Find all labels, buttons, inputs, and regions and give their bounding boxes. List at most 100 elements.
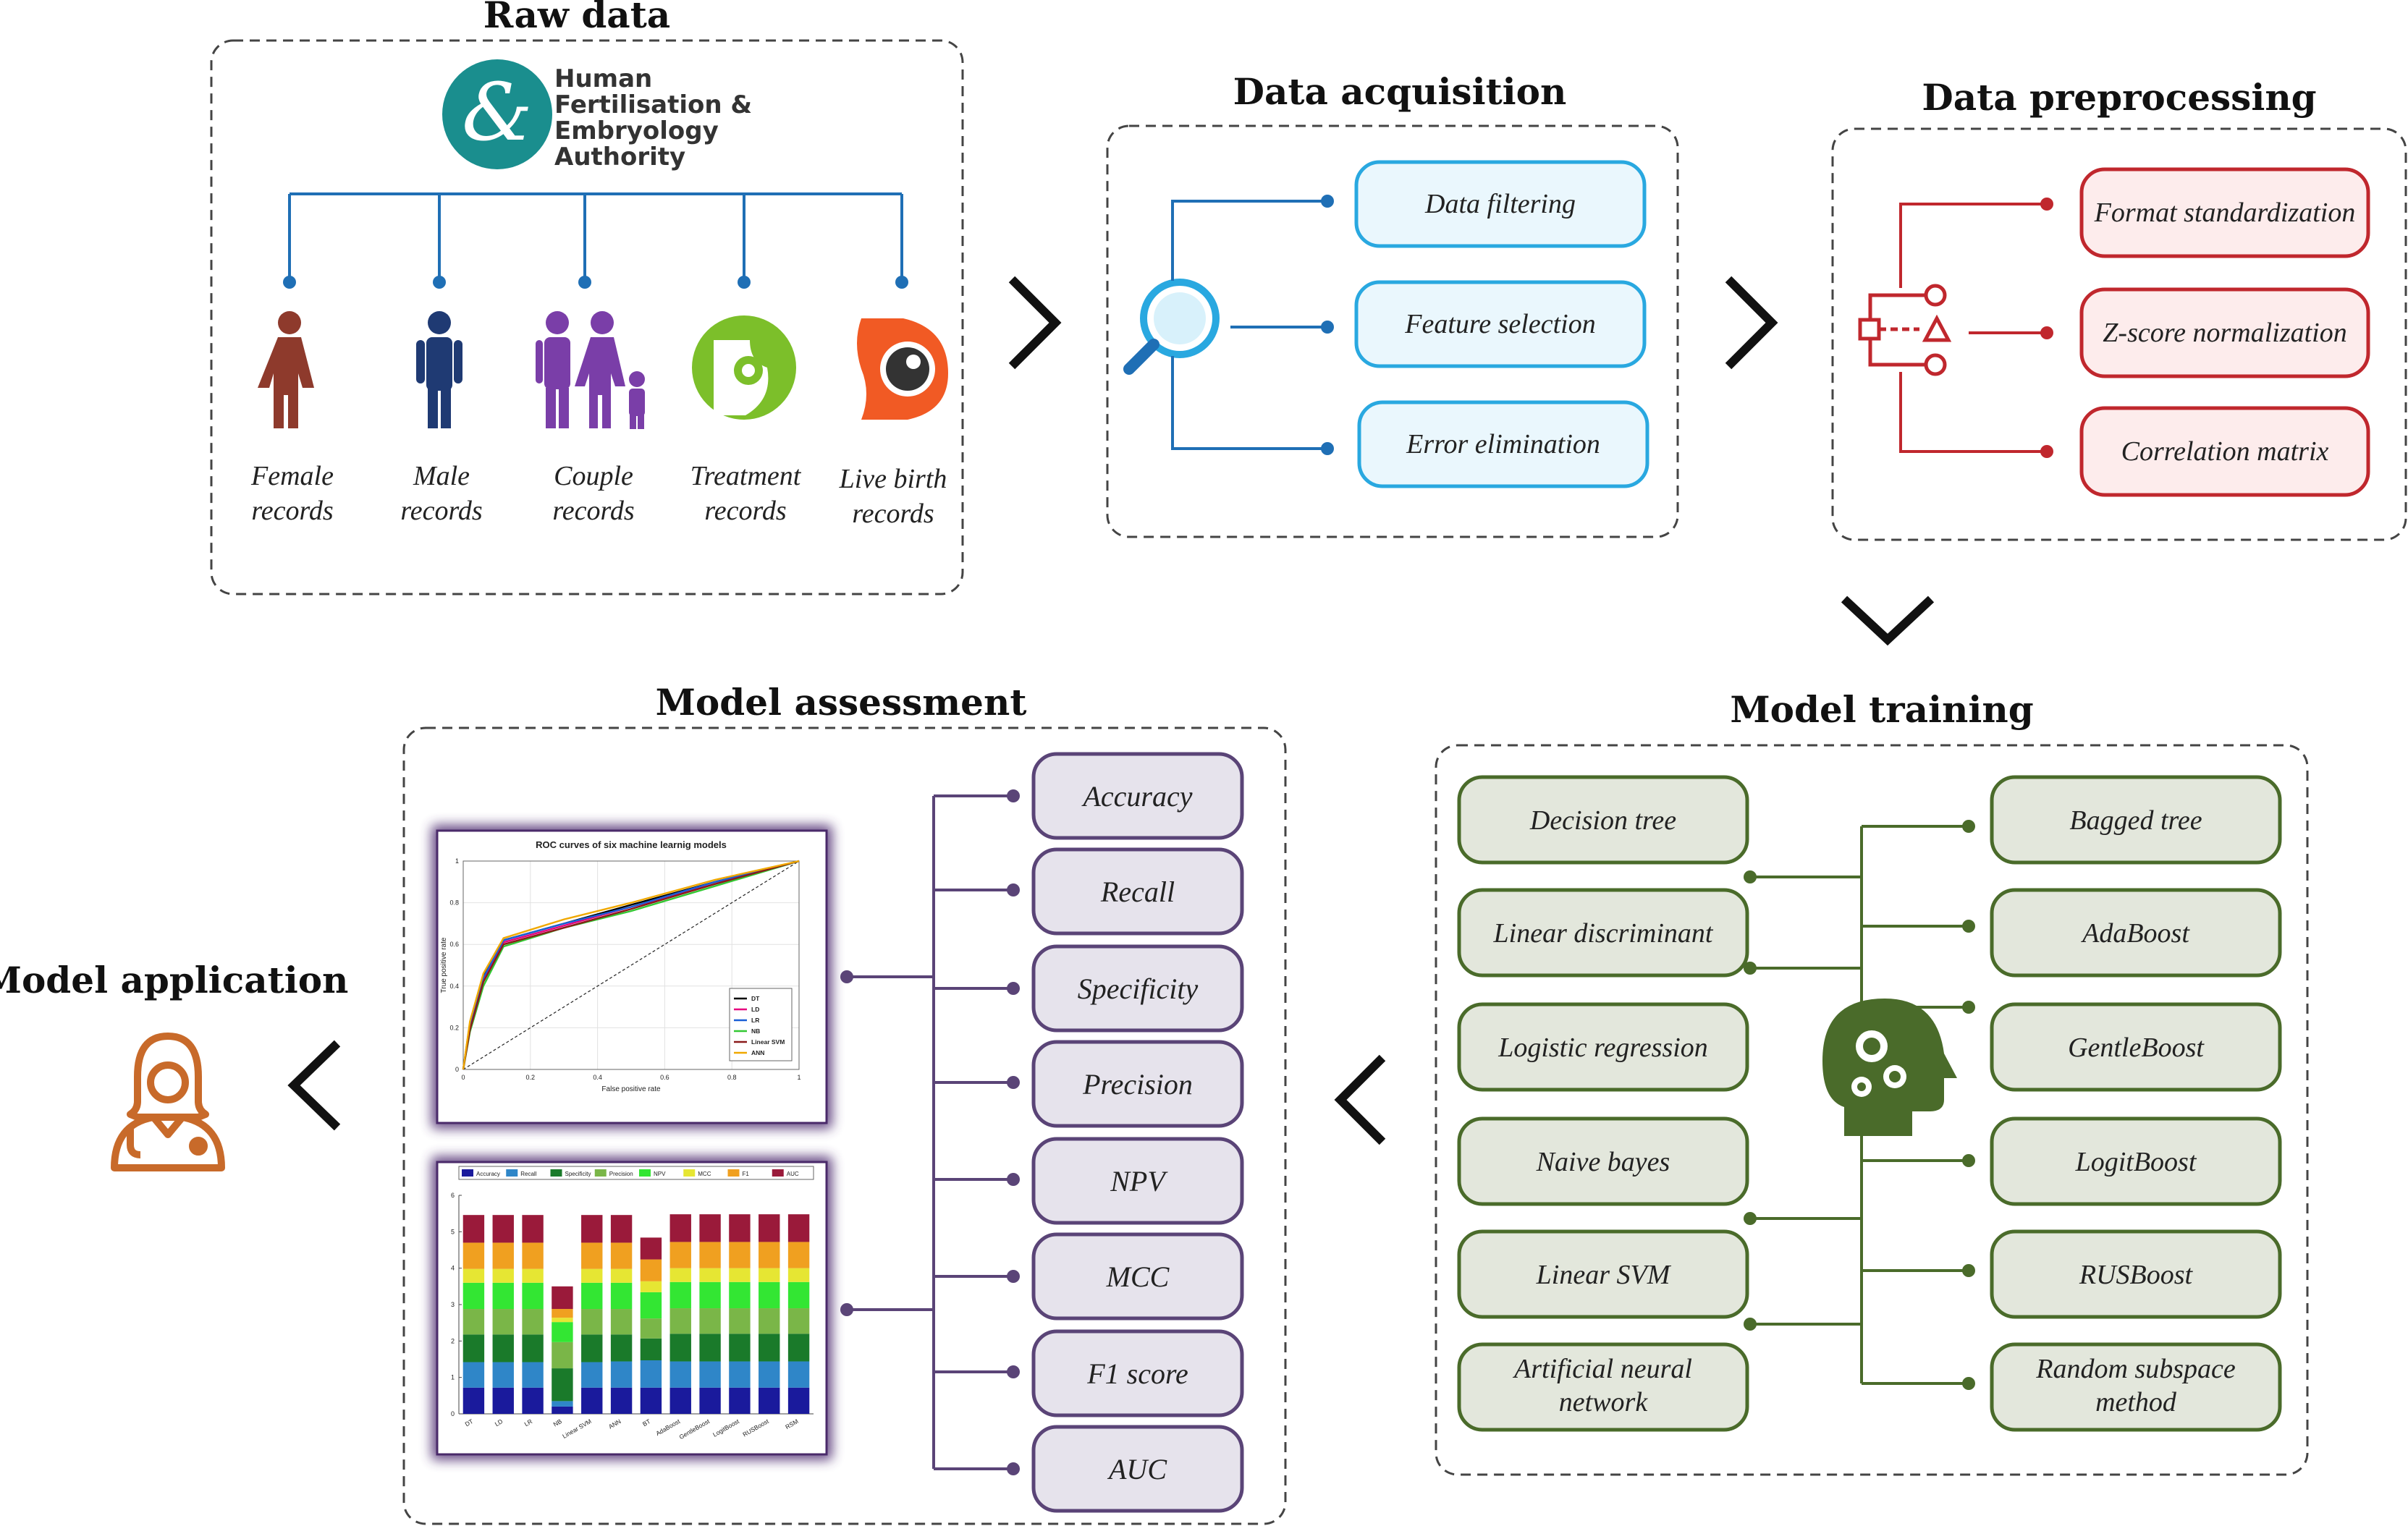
bar-legend-label: Specificity <box>565 1171 591 1177</box>
roc-diagonal-line <box>462 860 800 1070</box>
model-training-panel: Model training <box>1435 688 2309 1476</box>
bar-segment <box>699 1242 721 1268</box>
pre-step-label: Z-score normalization <box>2103 318 2346 348</box>
metric-specificity: Specificity <box>1031 944 1244 1033</box>
bar-segment <box>462 1387 485 1414</box>
bar-segment <box>699 1387 721 1414</box>
metric-recall: Recall <box>1031 847 1244 936</box>
bar-segment <box>581 1242 603 1269</box>
magnifier-icon <box>1123 279 1220 375</box>
chevron-right-icon <box>1008 276 1062 370</box>
bar-segment <box>759 1334 780 1362</box>
bar-segment <box>552 1406 573 1414</box>
model-naive-bayes: Naive bayes <box>1457 1116 1749 1206</box>
bar-y-tick-label: 3 <box>451 1301 455 1308</box>
connector-dot <box>1007 1270 1020 1283</box>
bar-segment <box>552 1309 573 1318</box>
roc-y-tick-label: 0.8 <box>449 899 459 907</box>
bar-segment <box>492 1242 514 1269</box>
bar-segment <box>462 1334 485 1362</box>
bar-segment <box>729 1361 751 1388</box>
model-label: Random subspace <box>2035 1354 2236 1384</box>
roc-x-tick-label: 0.2 <box>526 1074 536 1081</box>
connector-dot <box>840 1303 853 1316</box>
logo-line-4: Authority <box>554 143 685 171</box>
bar-segment <box>610 1282 633 1310</box>
bar-y-tick-label: 1 <box>451 1374 455 1381</box>
metric-label: Recall <box>1100 876 1175 908</box>
connector-dot <box>840 970 853 983</box>
bar-y-tick-label: 2 <box>451 1337 455 1344</box>
bar-segment <box>699 1268 721 1282</box>
roc-chart: ROC curves of six machine learnig models… <box>440 839 801 1093</box>
bar-segment <box>699 1334 721 1362</box>
bar-legend-swatch <box>462 1169 473 1177</box>
roc-plot-frame <box>462 860 800 1070</box>
bar-segment <box>522 1362 544 1388</box>
model-logitboost: LogitBoost <box>1990 1116 2282 1206</box>
pre-step-correlation-matrix: Correlation matrix <box>2079 406 2370 497</box>
bar-segment <box>699 1361 721 1388</box>
roc-legend-label: LR <box>751 1017 759 1024</box>
roc-series-line <box>462 860 800 1070</box>
acq-step-error-elimination: Error elimination <box>1357 400 1649 488</box>
roc-legend-label: ANN <box>751 1049 764 1056</box>
svg-text:&: & <box>462 66 533 158</box>
model-artificial-neural-network: Artificial neural network <box>1457 1342 1749 1432</box>
bar-segment <box>669 1281 691 1309</box>
bar-segment <box>669 1308 691 1334</box>
bar-segment <box>759 1308 780 1334</box>
bar-legend <box>458 1166 814 1180</box>
hfea-logo-icon <box>442 59 552 169</box>
connector-dot <box>1007 789 1020 802</box>
connector-dot <box>1744 1212 1757 1225</box>
bar-segment <box>462 1215 485 1243</box>
bar-segment <box>640 1237 662 1260</box>
roc-y-tick-label: 1 <box>455 857 459 865</box>
connector-dot <box>1744 1318 1757 1331</box>
model-application-panel: Model application <box>0 959 348 1171</box>
roc-x-tick-label: 0 <box>461 1074 465 1081</box>
metric-f1-score: F1 score <box>1031 1329 1244 1417</box>
bar-segment <box>787 1308 810 1334</box>
bar-segment <box>759 1387 780 1414</box>
bar-segment <box>640 1292 662 1319</box>
raw-label-birth-1: Live birth <box>839 464 947 494</box>
model-label: RUSBoost <box>2079 1260 2194 1290</box>
bar-segment <box>522 1334 544 1362</box>
bar-segment <box>610 1309 633 1335</box>
doctor-icon <box>111 1033 225 1171</box>
bar-segment <box>552 1401 573 1407</box>
bar-segment <box>787 1242 810 1268</box>
model-decision-tree: Decision tree <box>1457 775 1749 865</box>
model-linear-discriminant: Linear discriminant <box>1457 888 1749 978</box>
raw-label-treatment-2: records <box>704 496 786 526</box>
bar-category-label: LD <box>494 1417 504 1428</box>
roc-y-tick-label: 0 <box>455 1066 459 1073</box>
bar-segment <box>462 1242 485 1269</box>
bar-segment <box>729 1281 751 1309</box>
bar-legend-label: MCC <box>698 1171 711 1177</box>
bar-segment <box>552 1318 573 1323</box>
model-label: network <box>1559 1387 1649 1417</box>
model-label: LogitBoost <box>2075 1147 2197 1177</box>
roc-legend-label: NB <box>751 1027 760 1035</box>
bar-segment <box>522 1387 544 1414</box>
bar-segment <box>492 1268 514 1283</box>
model-logistic-regression: Logistic regression <box>1457 1002 1749 1092</box>
connector-dot <box>1744 962 1757 975</box>
assessment-connectors <box>847 794 1010 1470</box>
bar-segment <box>729 1268 751 1282</box>
connector-dot <box>1321 442 1334 455</box>
bar-segment <box>492 1362 514 1388</box>
model-gentleboost: GentleBoost <box>1990 1002 2282 1092</box>
connector-dot <box>1007 1076 1020 1089</box>
bar-legend-label: Accuracy <box>476 1171 500 1177</box>
connector-dot <box>1962 1154 1975 1167</box>
metric-label: Specificity <box>1078 972 1199 1005</box>
pre-step-zscore-normalization: Z-score normalization <box>2079 287 2370 378</box>
model-label: GentleBoost <box>2068 1033 2205 1063</box>
connector-dot <box>738 276 751 289</box>
connector-dot <box>578 276 591 289</box>
roc-legend-label: Linear SVM <box>751 1038 785 1046</box>
